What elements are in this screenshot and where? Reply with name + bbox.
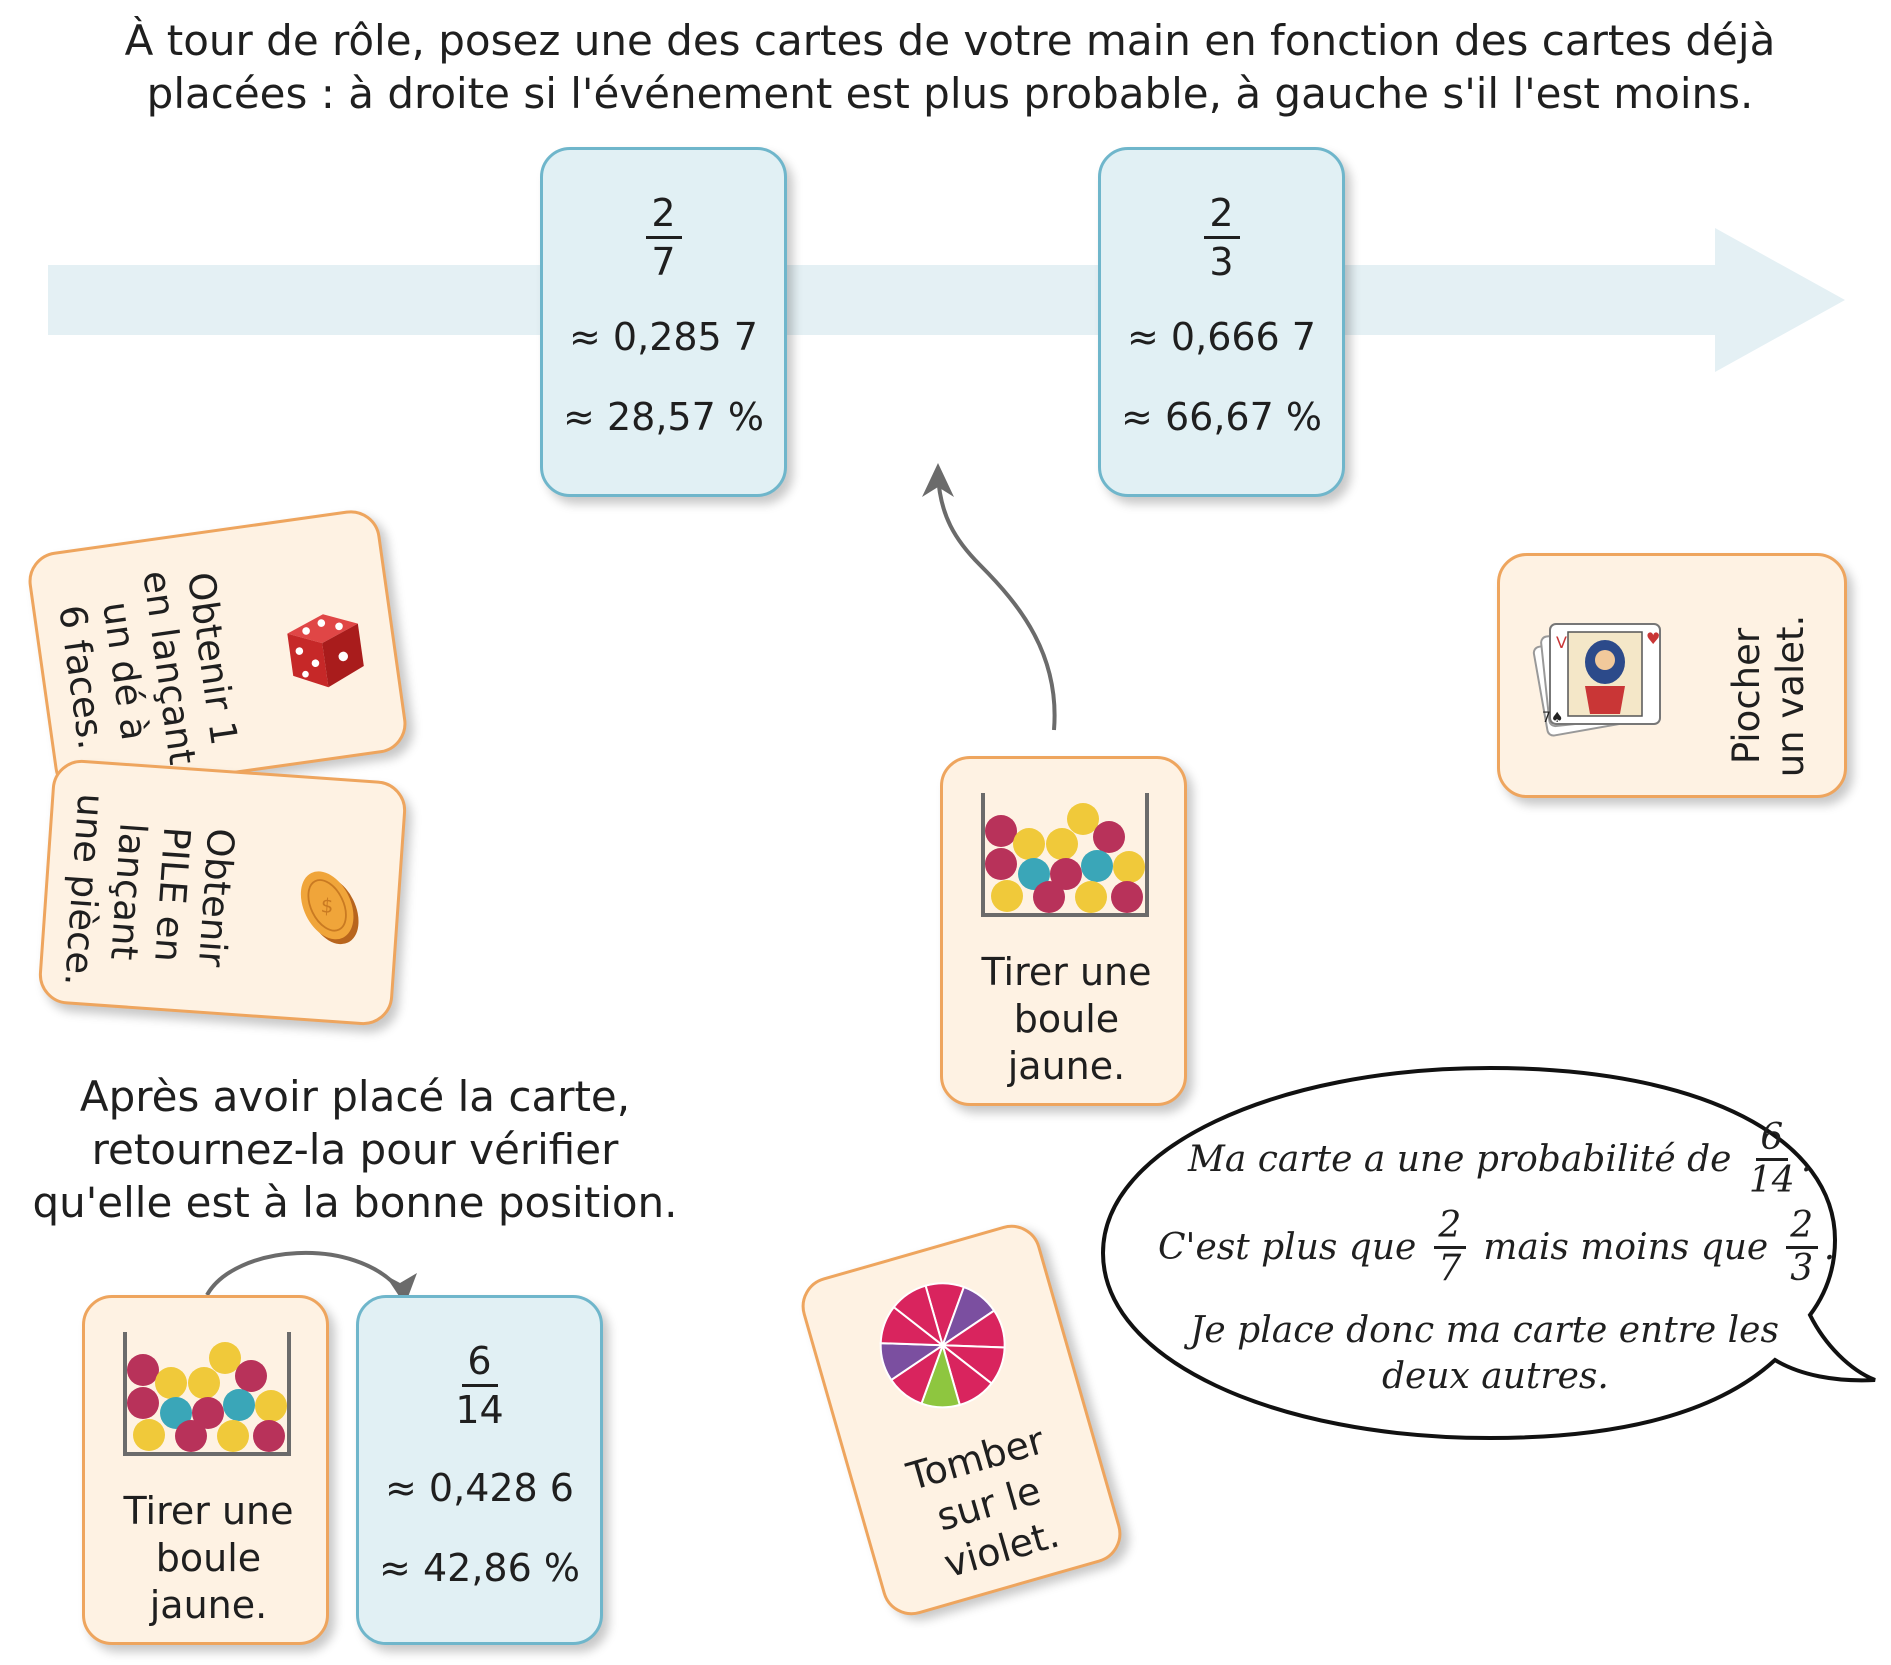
speech-line-2: C'est plus que 2 7 mais moins que 2 3 . [1158,1205,1836,1289]
percent-value: ≈ 42,86 % [379,1546,580,1590]
fraction-bar [1755,1158,1788,1161]
wheel-slice [892,1284,945,1348]
die-card-text: Obtenir 1 en lançant un dé à 6 faces. [50,562,247,770]
wheel-slices [879,1282,1006,1409]
denominator: 3 [1209,240,1234,284]
fraction: 2 3 [1101,192,1342,283]
svg-text:$: $ [320,894,334,918]
fraction: 2 7 [543,192,784,283]
fraction-bar [1433,1246,1466,1249]
placed-card-2-3[interactable]: 2 3 ≈ 0,666 7 ≈ 66,67 % [1098,147,1345,497]
svg-text:♥: ♥ [1646,629,1660,648]
ball-card-line: Tirer une [981,950,1152,994]
svg-text:7♠: 7♠ [1542,710,1563,726]
denominator: 7 [651,240,676,284]
verify-line-3: qu'elle est à la bonne position. [32,1178,678,1227]
svg-text:V: V [1556,633,1567,652]
coin-card-text: Obtenir PILE en lançant une pièce. [56,792,244,994]
example-card-back[interactable]: 6 14 ≈ 0,428 6 ≈ 42,86 % [356,1295,603,1645]
ball-card-text: Tirer une boule jaune. [943,949,1190,1090]
numerator: 2 [651,191,676,235]
speech-line-2-b: mais moins que [1483,1227,1769,1268]
example-front-line: jaune. [149,1583,268,1627]
denominator: 14 [1748,1160,1795,1201]
instructions-line-1: À tour de rôle, posez une des cartes de … [124,16,1776,65]
ball-card-line: boule [1013,997,1120,1041]
fraction-bar [461,1384,498,1387]
speech-line-1-text: Ma carte a une probabilité de [1188,1139,1732,1180]
decimal-value: ≈ 0,666 7 [1127,315,1316,359]
denominator: 7 [1438,1248,1462,1289]
probability-axis-arrow [48,228,1845,372]
card-coin[interactable]: $ Obtenir PILE en lançant une pièce. [36,757,409,1028]
speech-line-3: Je place donc ma carte entre les [1190,1310,1779,1351]
example-card-front[interactable]: Tirer une boule jaune. [82,1295,329,1645]
balls [127,1342,287,1452]
speech-fraction: 2 7 [1433,1205,1466,1289]
fraction-bar [1785,1246,1818,1249]
coin-icon: $ [300,871,359,945]
decimal-value: ≈ 0,285 7 [569,315,758,359]
ball-jar-icon [981,793,1149,917]
speech-fraction: 6 14 [1749,1120,1795,1199]
denominator: 3 [1790,1248,1814,1289]
placed-card-2-7[interactable]: 2 7 ≈ 0,285 7 ≈ 28,57 % [540,147,787,497]
numerator: 6 [467,1339,492,1383]
card-die[interactable]: Obtenir 1 en lançant un dé à 6 faces. [24,506,411,799]
playing-cards-icon: V ♥ 7♠ [1532,623,1661,737]
fraction-bar [1203,236,1240,239]
verify-line-2: retournez-la pour vérifier [91,1125,619,1174]
example-front-line: Tirer une [123,1489,294,1533]
verify-line-1: Après avoir placé la carte, [79,1072,631,1121]
speech-line-4: deux autres. [1382,1356,1609,1397]
speech-line-2-a: C'est plus que [1158,1227,1417,1268]
placement-arrow [922,463,1057,731]
die-icon [287,614,364,688]
speech-fraction: 2 3 [1785,1205,1818,1289]
denominator: 14 [455,1388,504,1432]
numerator: 2 [1209,191,1234,235]
ball-card-line: jaune. [1007,1044,1126,1088]
verify-instructions: Après avoir placé la carte, retournez-la… [30,1070,680,1229]
percent-value: ≈ 28,57 % [563,395,764,439]
fraction: 6 14 [359,1340,600,1431]
example-front-line: boule [155,1536,262,1580]
card-jack[interactable]: V ♥ 7♠ Piocher un valet. [1497,553,1847,798]
percent-value: ≈ 66,67 % [1121,395,1322,439]
numerator: 2 [1438,1205,1462,1246]
card-yellow-ball[interactable]: Tirer une boule jaune. [940,756,1187,1106]
jack-card-line: Piocher [1725,627,1768,765]
jack-card-text: Piocher un valet. [1725,601,1815,791]
speech-line-1: Ma carte a une probabilité de 6 14 . [1188,1117,1813,1201]
instructions-line-2: placées : à droite si l'événement est pl… [146,69,1754,118]
decimal-value: ≈ 0,428 6 [385,1466,574,1510]
numerator: 2 [1790,1205,1814,1246]
balls [985,803,1145,913]
speech-bubble [1100,1065,1876,1441]
spinner-wheel-icon [879,1282,1006,1409]
wheel-card-text: Tomber sur le violet. [851,1402,1127,1606]
card-wheel[interactable]: Tomber sur le violet. [794,1217,1129,1623]
numerator: 6 [1760,1117,1784,1158]
jack-card-line: un valet. [1769,614,1812,778]
flip-arrow [205,1251,417,1305]
ball-jar-icon [123,1332,291,1456]
fraction-bar [645,236,682,239]
example-front-text: Tirer une boule jaune. [85,1488,332,1629]
instructions: À tour de rôle, posez une des cartes de … [60,14,1840,120]
